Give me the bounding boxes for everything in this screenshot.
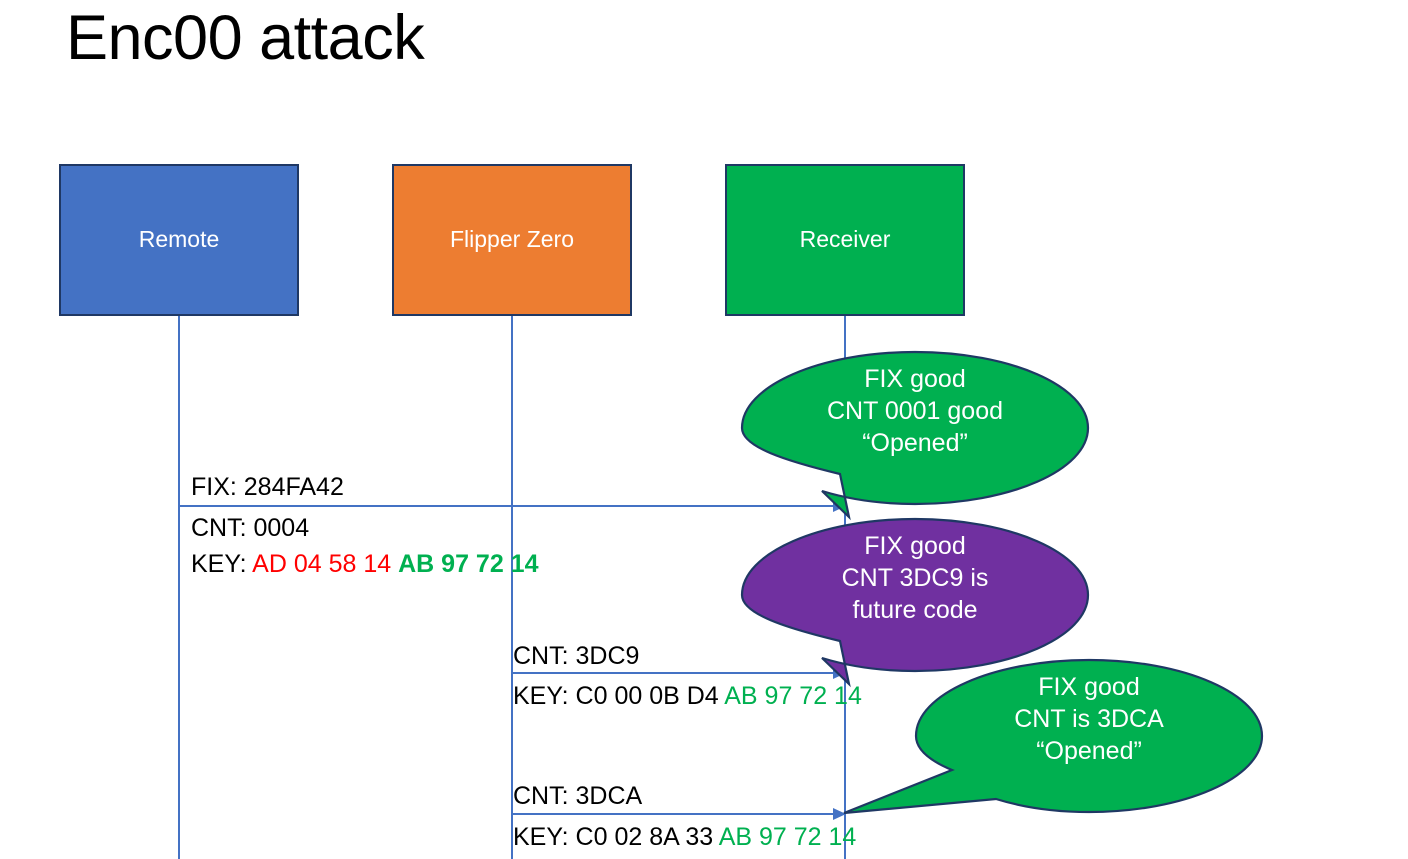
callout-line-3: “Opened” [862,429,968,457]
callout-shape-icon [740,350,1090,521]
lifeline-flipper-zero [511,316,513,859]
callout-text-3: FIX good CNT is 3DCA “Opened” [946,671,1232,767]
actor-label-receiver: Receiver [799,226,891,253]
message-label-cnt-remote: CNT: 0004 [191,514,310,542]
key-hex-green-remote: AB 97 72 14 [398,550,539,578]
callout-bubble-receiver-second-good: FIX good CNT is 3DCA “Opened” [843,658,1264,815]
callout-text-1: FIX good CNT 0001 good “Opened” [772,363,1058,459]
message-label-cnt-flipper-1: CNT: 3DC9 [513,642,640,670]
key-prefix-remote: KEY: [191,550,253,578]
actor-box-remote[interactable]: Remote [59,164,299,316]
callout-line-2: CNT 0001 good [826,397,1004,425]
key-prefix-flipper-2: KEY: C0 02 8A 33 [513,823,719,851]
message-label-cnt-flipper-2: CNT: 3DCA [513,782,643,810]
page-title: Enc00 attack [66,3,425,73]
message-label-fix-remote: FIX: 284FA42 [191,473,344,501]
callout-line-3: future code [852,596,978,624]
key-hex-green-flipper-1: AB 97 72 14 [724,682,862,710]
message-label-key-remote: KEY: AD 04 58 14 AB 97 72 14 [191,549,539,580]
actor-box-flipper-zero[interactable]: Flipper Zero [392,164,632,316]
callout-bubble-receiver-first-good: FIX good CNT 0001 good “Opened” [740,350,1090,521]
message-label-key-flipper-2: KEY: C0 02 8A 33 AB 97 72 14 [513,822,856,853]
actor-label-remote: Remote [138,226,220,253]
key-hex-green-flipper-2: AB 97 72 14 [718,823,857,851]
callout-text-2: FIX good CNT 3DC9 is future code [772,530,1058,626]
callout-shape-icon [843,658,1264,815]
callout-bubble-receiver-future-code: FIX good CNT 3DC9 is future code [740,517,1090,688]
key-hex-red-remote: AD 04 58 14 [252,550,392,578]
actor-box-receiver[interactable]: Receiver [725,164,965,316]
callout-line-1: FIX good [864,532,966,560]
callout-line-1: FIX good [1038,673,1140,701]
key-prefix-flipper-1: KEY: C0 00 0B D4 [513,682,725,710]
callout-line-2: CNT 3DC9 is [841,564,989,592]
callout-line-2: CNT is 3DCA [1014,705,1164,733]
callout-line-1: FIX good [864,365,966,393]
actor-label-flipper-zero: Flipper Zero [450,226,574,253]
message-label-key-flipper-1: KEY: C0 00 0B D4 AB 97 72 14 [513,681,862,712]
lifeline-remote [178,316,180,859]
callout-line-3: “Opened” [1036,737,1142,765]
message-arrow-flipper-to-receiver-2 [512,808,846,820]
callout-shape-icon [740,517,1090,688]
